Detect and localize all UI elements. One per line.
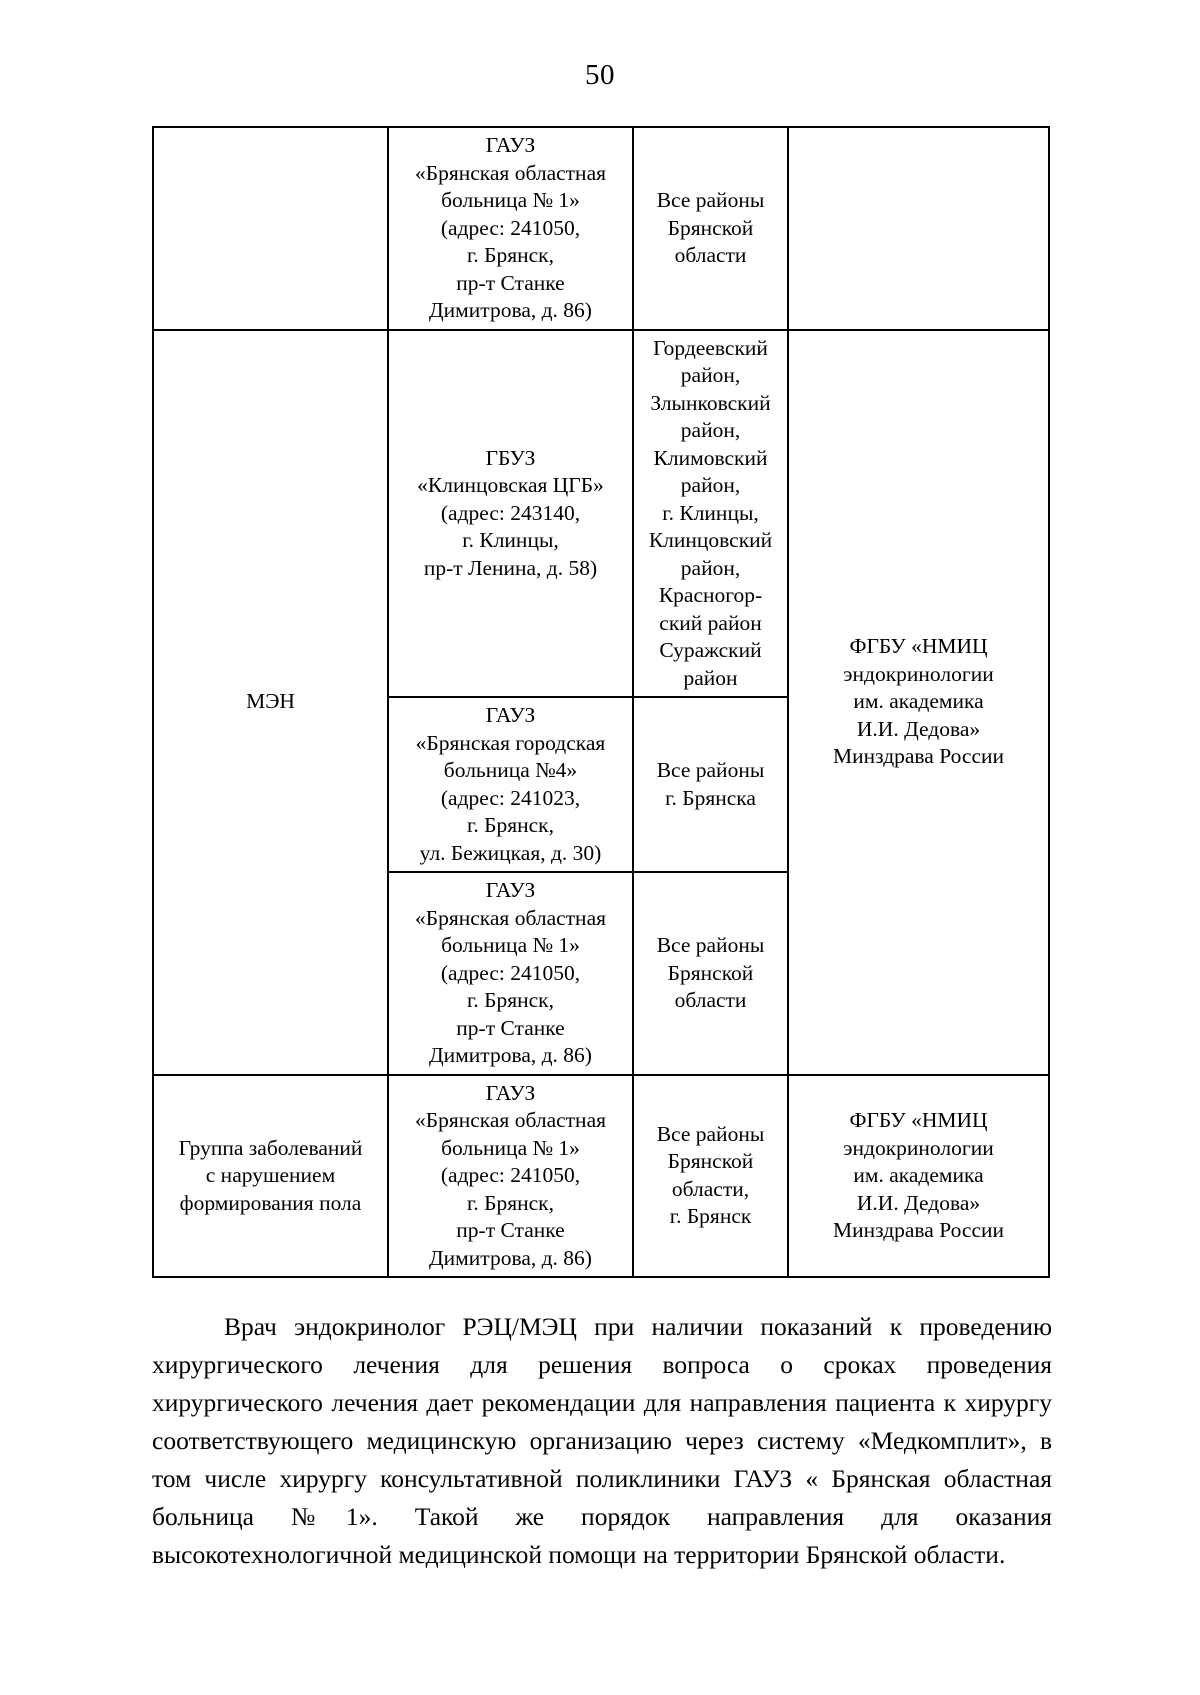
table-row: МЭН ГБУЗ «Клинцовская ЦГБ» (адрес: 24314… bbox=[152, 328, 1050, 1076]
cell-service-area: Все районы Брянской области, г. Брянск bbox=[632, 1073, 789, 1278]
cell-service-area: Все районы Брянской области bbox=[632, 126, 789, 331]
cell-organization: ГБУЗ «Клинцовская ЦГБ» (адрес: 243140, г… bbox=[387, 328, 634, 698]
table-row: ГАУЗ «Брянская городская больница №4» (а… bbox=[153, 696, 1049, 873]
cell-condition: МЭН bbox=[152, 328, 389, 1076]
medical-organizations-table: ГАУЗ «Брянская областная больница № 1» (… bbox=[152, 126, 1050, 1278]
cell-service-area: Все районы Брянской области bbox=[632, 871, 789, 1076]
cell-service-area: Гордеевский район, Злынковский район, Кл… bbox=[632, 328, 789, 698]
cell-federal-center bbox=[787, 126, 1050, 331]
table-row: ГАУЗ «Брянская областная больница № 1» (… bbox=[152, 126, 1050, 331]
cell-federal-center: ФГБУ «НМИЦ эндокринологии им. академика … bbox=[787, 1073, 1050, 1278]
cell-condition bbox=[152, 126, 389, 331]
page-number: 50 bbox=[585, 59, 615, 91]
body-paragraph: Врач эндокринолог РЭЦ/МЭЦ при наличии по… bbox=[152, 1312, 1052, 1569]
cell-organization: ГАУЗ «Брянская областная больница № 1» (… bbox=[387, 1073, 634, 1278]
body-paragraph-block: Врач эндокринолог РЭЦ/МЭЦ при наличии по… bbox=[152, 1308, 1052, 1574]
table-row: Группа заболеваний с нарушением формиров… bbox=[152, 1073, 1050, 1278]
cell-federal-center: ФГБУ «НМИЦ эндокринологии им. академика … bbox=[787, 328, 1050, 1076]
cell-organization: ГАУЗ «Брянская областная больница № 1» (… bbox=[387, 126, 634, 331]
cell-condition: Группа заболеваний с нарушением формиров… bbox=[152, 1073, 389, 1278]
cell-service-area: Все районы г. Брянска bbox=[632, 696, 789, 873]
table-row: ГАУЗ «Брянская областная больница № 1» (… bbox=[153, 871, 1049, 1076]
cell-organization: ГАУЗ «Брянская областная больница № 1» (… bbox=[387, 871, 634, 1076]
cell-organization: ГАУЗ «Брянская городская больница №4» (а… bbox=[387, 696, 634, 873]
